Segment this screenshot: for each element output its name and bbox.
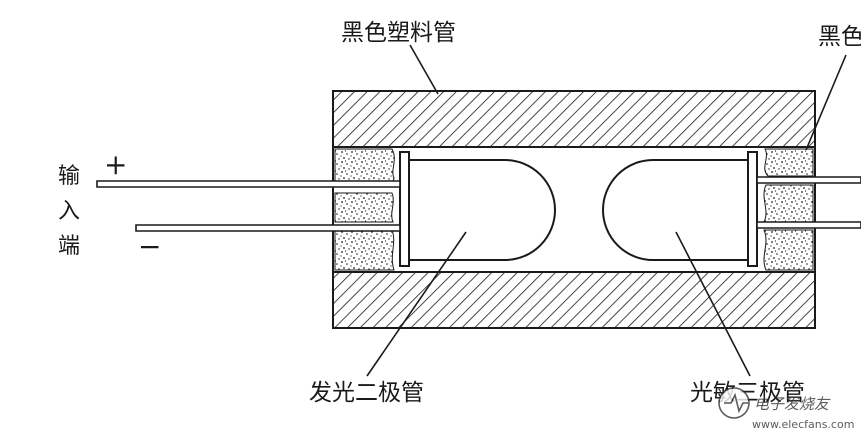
phototransistor-base-flange	[747, 151, 758, 267]
phototransistor-dome	[602, 159, 749, 261]
positive-lead	[96, 180, 401, 188]
tube-bottom-wall	[332, 271, 816, 329]
leader-phototransistor	[675, 231, 751, 377]
label-plastic-tube: 黑色塑料管	[341, 20, 456, 46]
leader-led	[366, 231, 467, 377]
elecfans-logo-icon	[718, 387, 750, 419]
right-sealant	[763, 148, 814, 271]
output-leads	[756, 176, 861, 229]
leader-lines	[366, 44, 847, 377]
label-input-2: 入	[58, 199, 80, 224]
left-sealant	[334, 148, 395, 271]
led-base-flange	[399, 151, 410, 267]
label-input-1: 输	[58, 164, 80, 189]
phototransistor-component	[602, 151, 758, 267]
output-lead-lower	[756, 221, 861, 229]
label-minus: −	[138, 230, 161, 263]
label-led: 发光二极管	[309, 380, 424, 406]
label-plastic-tube-right: 黑色	[818, 24, 861, 50]
input-leads	[96, 180, 401, 232]
elecfans-watermark: 电子发烧友 www.elecfans.com	[718, 387, 854, 431]
tube-top-wall	[332, 90, 816, 148]
output-lead-upper	[756, 176, 861, 184]
watermark-brand: 电子发烧友	[754, 395, 831, 413]
leader-plastic-tube-right	[805, 54, 847, 151]
plastic-tube	[332, 90, 816, 329]
negative-lead	[135, 224, 401, 232]
label-input-3: 端	[58, 234, 80, 259]
led-dome	[408, 159, 556, 261]
led-component	[399, 151, 556, 267]
leader-plastic-tube	[409, 44, 439, 95]
label-plus: +	[104, 148, 127, 181]
watermark-site: www.elecfans.com	[752, 418, 854, 431]
